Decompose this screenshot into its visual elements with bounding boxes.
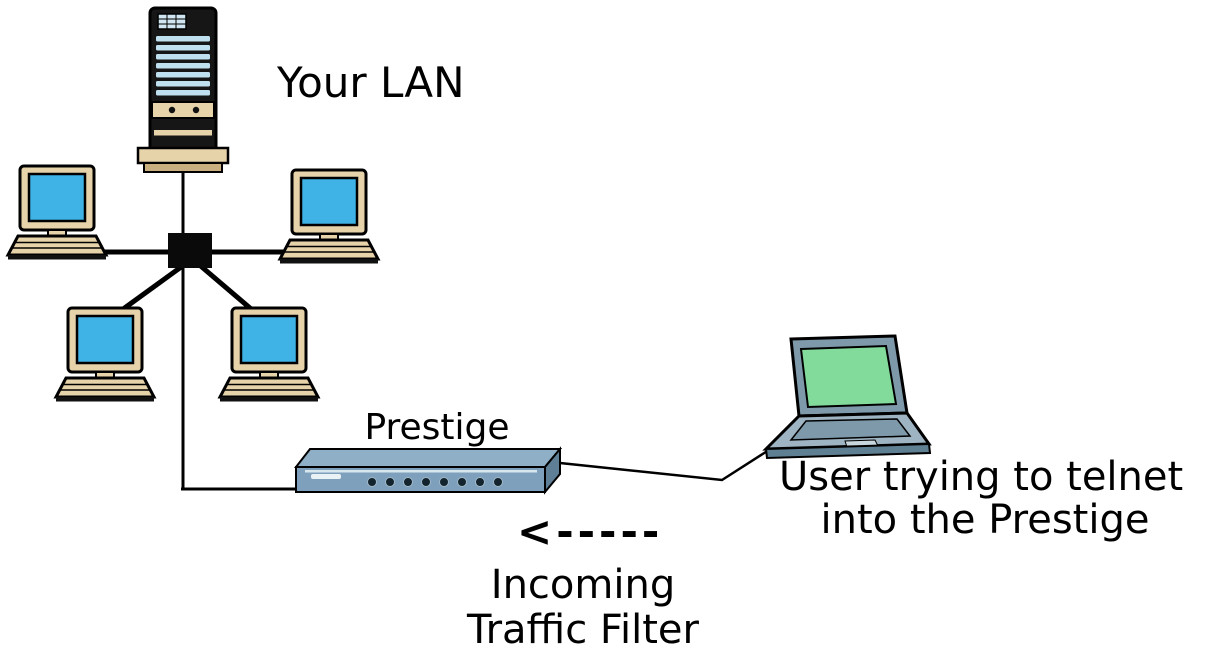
laptop-screen [799,344,898,409]
server-base [136,146,230,165]
router-highlight [305,470,537,473]
server-panel-knob [168,106,176,114]
incoming-arrow: <----- [517,507,663,556]
device-logo [311,474,341,479]
lan-server [136,6,230,173]
router-to-laptop-cable [559,439,784,482]
prestige-router [293,446,563,495]
filter-label-line2: Traffic Filter [466,607,700,653]
lan-label: Your LAN [276,58,465,107]
user-label-line1: User trying to telnet [779,454,1183,500]
desktop-computer-top-right [278,168,380,265]
server-panel-knob [192,106,200,114]
server-panel [151,101,215,119]
desktop-computer-top-left [6,164,108,261]
laptop-keyboard [789,418,912,441]
router-top-face [293,448,563,468]
user-label-line2: into the Prestige [821,497,1150,543]
desktop-computer-bottom-left [54,306,156,403]
lan-hub [168,233,212,268]
laptop-front-edge [764,442,932,460]
server-stripe [154,130,212,136]
router-ports [367,477,503,487]
filter-label-line1: Incoming [491,562,675,608]
desktop-computer-bottom-right [218,306,320,403]
remote-laptop [762,334,932,460]
server-vent [157,13,187,30]
server-drive-slats [156,36,210,96]
server-foot [143,162,223,173]
prestige-label: Prestige [364,407,509,448]
